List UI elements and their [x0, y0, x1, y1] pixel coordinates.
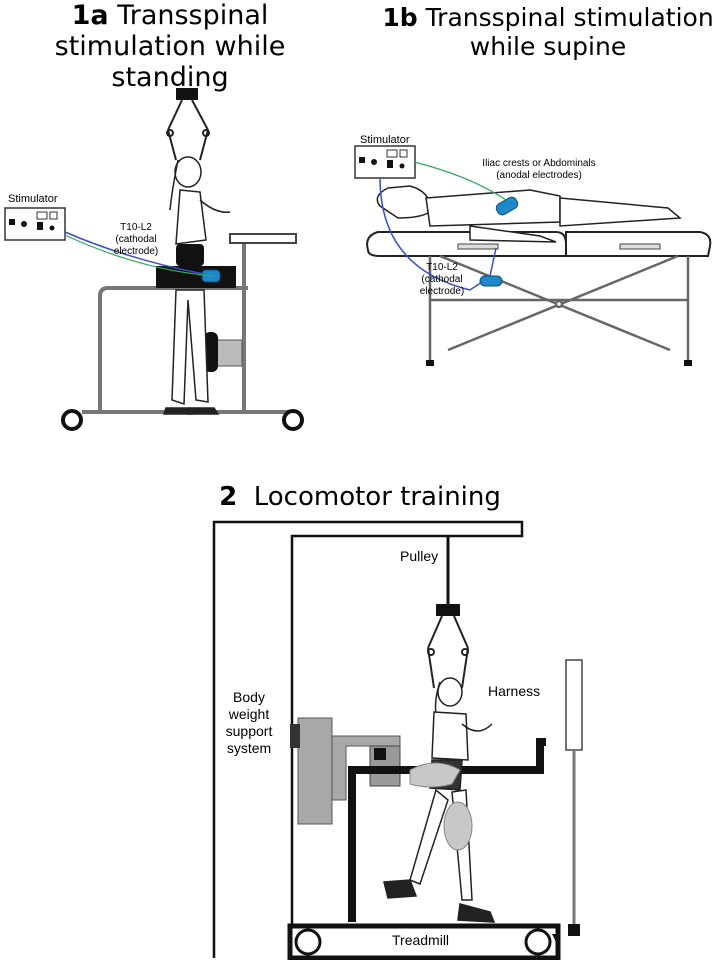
cathodal-electrode-label-1b: T10-L2 (cathodal electrode) — [412, 262, 472, 298]
hip-orthosis — [409, 762, 461, 788]
bws-system-label: Body weight support system — [218, 689, 280, 757]
cathode-wire-1a — [64, 231, 205, 275]
anode-wire-1b — [413, 161, 507, 201]
panel-1a-title-text: Transspinal stimulation while standing — [54, 0, 286, 94]
harness-straps-1a — [166, 99, 210, 161]
stimulator-label-1a: Stimulator — [8, 193, 58, 205]
standing-table — [229, 233, 297, 244]
panel-1b-number: 1b — [382, 3, 418, 32]
anodal-electrodes-label: Iliac crests or Abdominals (anodal elect… — [460, 158, 618, 182]
walking-person — [383, 677, 496, 923]
panel-2-title-text: Locomotor training — [253, 482, 501, 512]
wheel-right-1a — [282, 409, 304, 431]
panel-1b-illustration — [354, 145, 712, 366]
table-handle-left — [457, 243, 499, 250]
treadmill-roller-right — [524, 928, 552, 956]
stimulator-device-1b — [354, 145, 416, 179]
panel-2-number: 2 — [219, 482, 238, 512]
wheel-left-1a — [61, 409, 83, 431]
panel-1a-title: 1a Transspinal stimulation while standin… — [0, 0, 340, 93]
panel-1a-number: 1a — [71, 0, 109, 31]
bws-label-line2: weight — [228, 706, 270, 722]
anodal-electrode — [495, 196, 519, 216]
table-handle-right — [619, 243, 661, 250]
stimulator-device-1a — [4, 207, 66, 241]
panel-1b-title-text: Transspinal stimulation while supine — [425, 3, 714, 61]
harness-label: Harness — [488, 683, 541, 699]
cathodal-label-1b-line1: T10-L2 — [426, 262, 458, 273]
cathodal-electrode-1b — [479, 275, 503, 287]
bws-label-line4: system — [226, 740, 272, 756]
cathodal-label-1b-line2: (cathodal — [421, 274, 463, 285]
knee-pad — [204, 332, 218, 372]
exo-arm — [331, 735, 401, 801]
cathodal-label-1b-line3: electrode) — [419, 286, 465, 297]
cathodal-label-1a-line2: (cathodal — [115, 234, 157, 245]
table-foot-right — [684, 360, 692, 366]
exo-column — [297, 717, 333, 825]
table-legs — [428, 254, 690, 362]
bws-frame — [212, 520, 524, 958]
knee-orthosis — [443, 801, 473, 851]
treadmill-roller-left — [294, 928, 322, 956]
knee-block — [215, 339, 243, 367]
exo-clamp — [290, 724, 300, 748]
cathode-wire-1b — [379, 177, 483, 291]
panel-2-title: 2 Locomotor training — [210, 482, 510, 513]
harness-straps-2 — [427, 615, 469, 689]
treadmill-base — [287, 923, 561, 960]
cathodal-label-1a-line1: T10-L2 — [120, 222, 152, 233]
anode-wire-1a — [64, 234, 215, 277]
bws-label-line1: Body — [233, 689, 265, 705]
bws-label-line3: support — [225, 723, 273, 739]
cathodal-label-1a-line3: electrode) — [113, 246, 159, 257]
anodal-label-line2: (anodal electrodes) — [496, 170, 582, 181]
supine-person — [376, 185, 682, 243]
anodal-label-line1: Iliac crests or Abdominals — [482, 158, 596, 169]
belt-upper-1a — [176, 244, 204, 266]
panel-1b-title: 1b Transspinal stimulation while supine — [380, 3, 716, 62]
monitor-stand — [565, 659, 583, 751]
panel-2-illustration — [212, 520, 583, 960]
standing-person — [162, 156, 231, 415]
treadmill-label: Treadmill — [392, 932, 450, 948]
table-foot-left — [426, 360, 434, 366]
pulley-label: Pulley — [400, 548, 439, 564]
cathodal-electrode-label-1a: T10-L2 (cathodal electrode) — [102, 222, 170, 258]
treadmill-handrail — [348, 738, 546, 922]
pulley-block — [436, 604, 460, 616]
stimulator-label-1b: Stimulator — [360, 134, 410, 146]
harness-hook-1a — [176, 88, 198, 100]
panel-1a-illustration — [4, 88, 304, 431]
